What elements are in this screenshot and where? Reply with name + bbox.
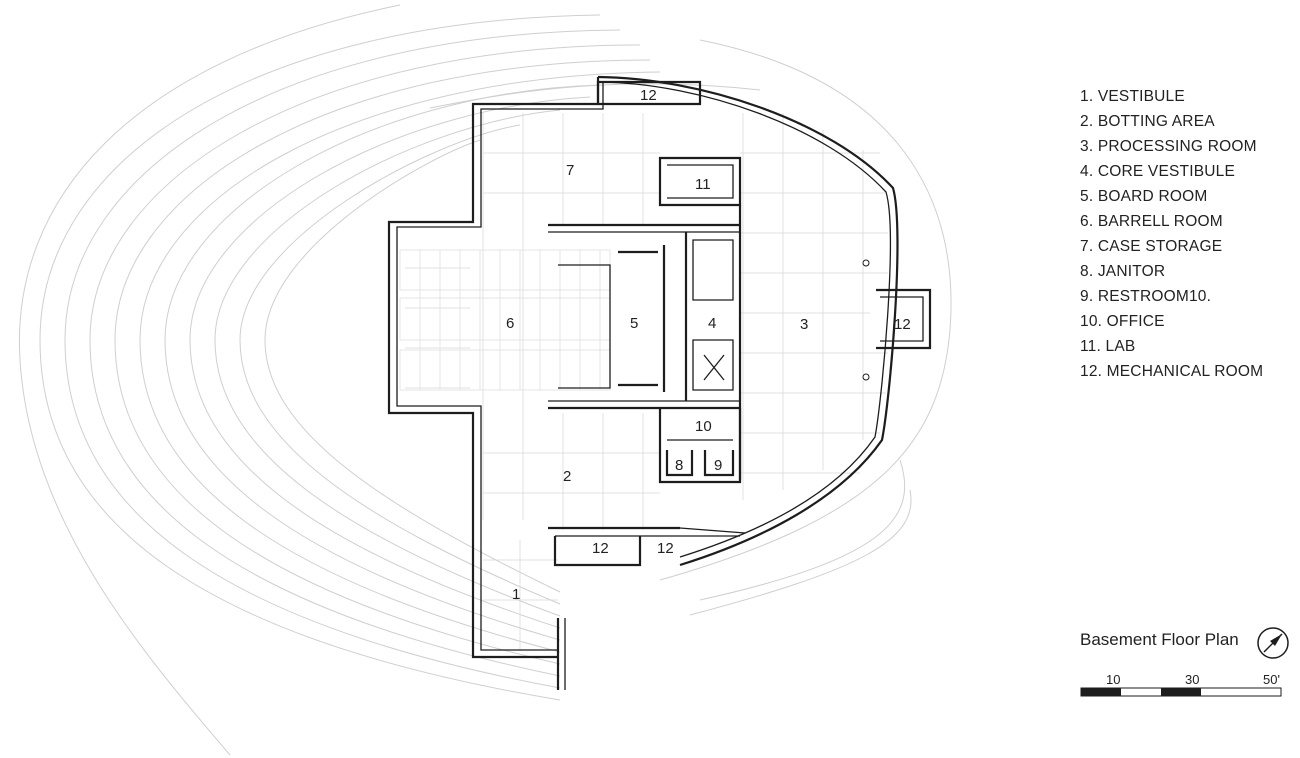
legend-item: 2. BOTTING AREA	[1080, 113, 1215, 130]
room-label-10: 10	[695, 418, 712, 435]
legend-item: 5. BOARD ROOM	[1080, 188, 1208, 205]
room-label-11: 11	[695, 176, 711, 193]
legend-item: 9. RESTROOM10.	[1080, 288, 1212, 305]
room-label-8: 8	[675, 457, 683, 474]
legend-item: 4. CORE VESTIBULE	[1080, 163, 1236, 180]
legend-item: 8. JANITOR	[1080, 263, 1166, 280]
room-label-9: 9	[714, 457, 722, 474]
room-label-12-bottom-right: 12	[657, 540, 674, 557]
room-label-5: 5	[630, 315, 638, 332]
north-arrow-icon	[1257, 627, 1289, 659]
legend-item: 6. BARRELL ROOM	[1080, 213, 1223, 230]
legend-item: 3. PROCESSING ROOM	[1080, 138, 1257, 155]
column-markers	[862, 259, 870, 381]
site-contours	[18, 4, 952, 756]
room-label-7: 7	[566, 162, 574, 179]
interior-walls	[548, 80, 746, 690]
room-label-12-right: 12	[894, 316, 911, 333]
barrel-racks	[399, 249, 611, 391]
scale-label-10: 10	[1106, 672, 1120, 687]
room-label-3: 3	[800, 316, 808, 333]
legend-item: 12. MECHANICAL ROOM	[1080, 363, 1264, 380]
room-label-6: 6	[506, 315, 514, 332]
legend-item: 7. CASE STORAGE	[1080, 238, 1223, 255]
room-label-12-bottom-left: 12	[592, 540, 609, 557]
room-label-12-top: 12	[640, 87, 657, 104]
room-label-2: 2	[563, 468, 571, 485]
room-label-1: 1	[512, 586, 520, 603]
scale-bar: 10 30 50'	[1080, 672, 1282, 697]
plan-title: Basement Floor Plan	[1080, 630, 1239, 649]
scale-label-50: 50'	[1263, 672, 1280, 687]
legend-item: 1. VESTIBULE	[1080, 88, 1185, 105]
room-legend: 1. VESTIBULE 2. BOTTING AREA 3. PROCESSI…	[1080, 84, 1263, 384]
room-labels: 1 2 3 4 5 6 7 8 9 10 11 12 12 12 12	[506, 87, 911, 603]
legend-item: 10. OFFICE	[1080, 313, 1165, 330]
legend-item: 11. LAB	[1080, 338, 1136, 355]
floor-grid	[405, 113, 888, 650]
scale-label-30: 30	[1185, 672, 1199, 687]
exterior-walls	[387, 75, 932, 659]
room-label-4: 4	[708, 315, 716, 332]
